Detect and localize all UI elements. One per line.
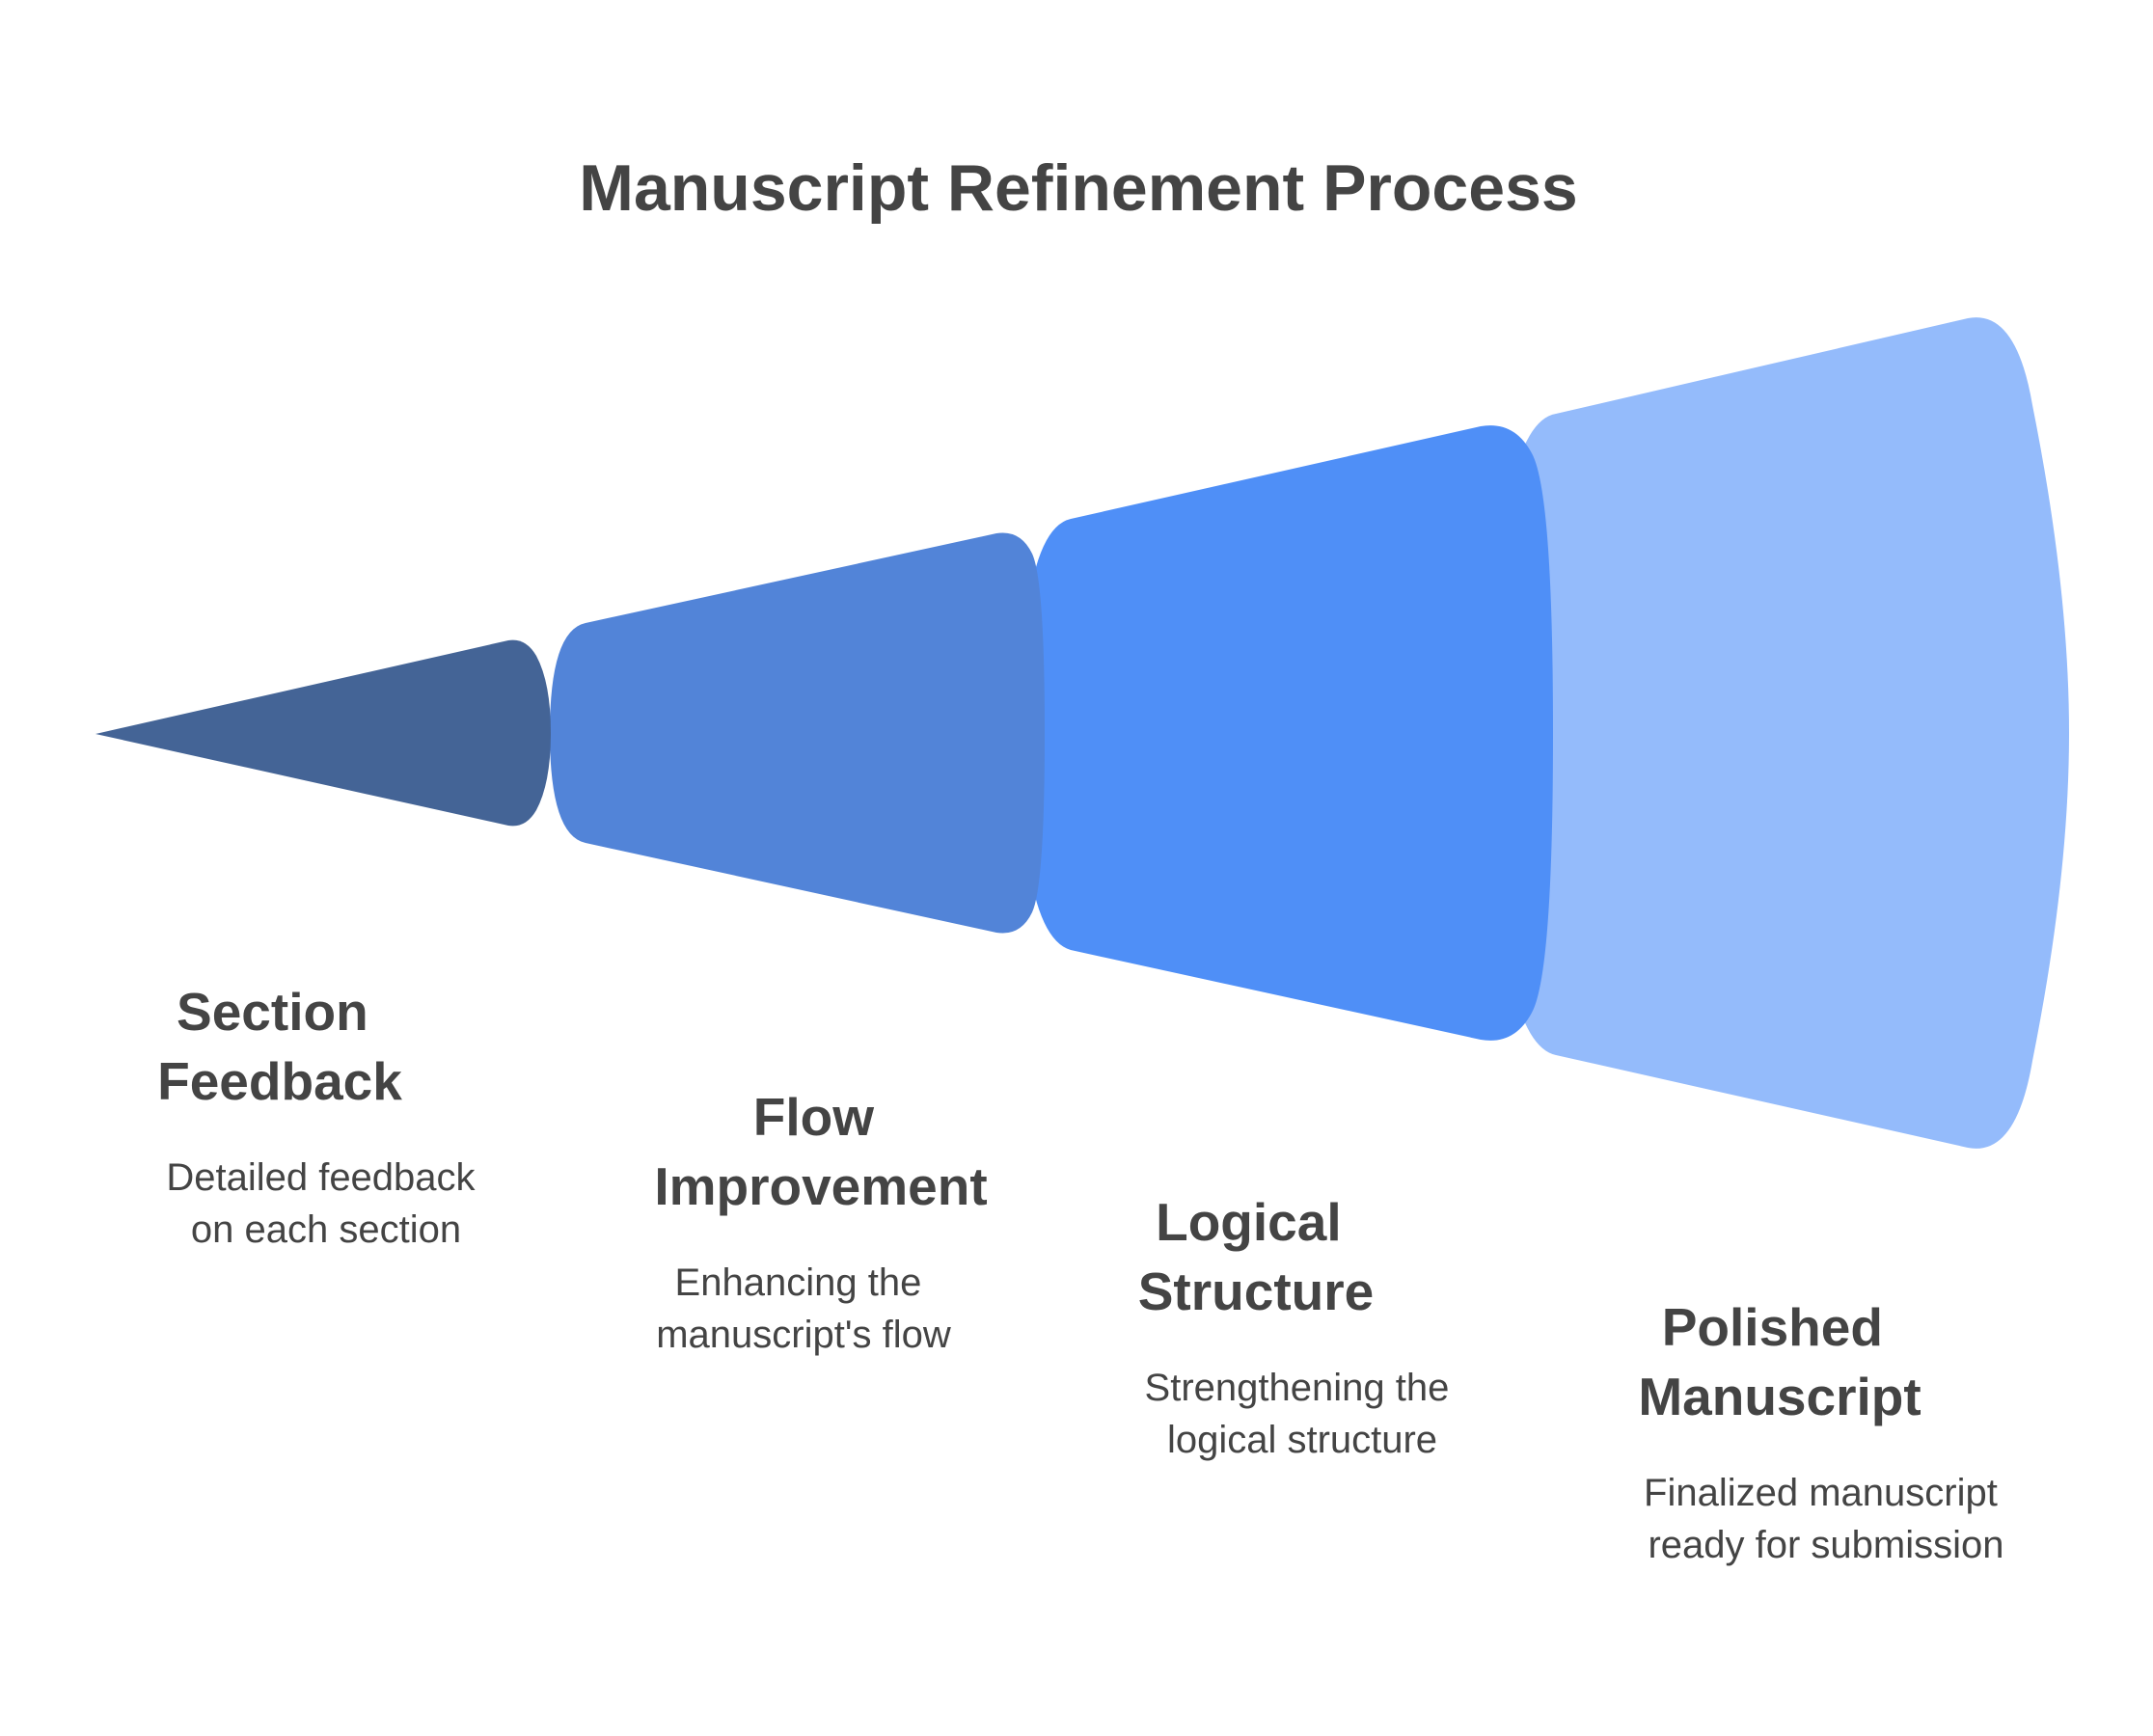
- stage-description-line: logical structure: [1167, 1419, 1437, 1461]
- stage-title-line: Section: [177, 982, 368, 1042]
- stage-polished-manuscript: Polished Manuscript Finalized manuscript…: [1638, 1297, 2008, 1566]
- stage-description: Finalized manuscript ready for submissio…: [1644, 1472, 2008, 1566]
- stage-description-line: Detailed feedback: [166, 1156, 476, 1199]
- stage-title-line: Polished: [1662, 1297, 1883, 1357]
- stage-title: Flow Improvement: [654, 1087, 987, 1216]
- funnel-segment-logical-structure: [1021, 425, 1553, 1041]
- stage-title-line: Logical: [1156, 1192, 1342, 1252]
- stage-title-line: Flow: [753, 1087, 874, 1147]
- funnel-segment-polished-manuscript: [1493, 317, 2069, 1149]
- stage-title-line: Structure: [1138, 1261, 1375, 1321]
- stage-description-line: Finalized manuscript: [1644, 1472, 1998, 1514]
- funnel: [95, 317, 2069, 1149]
- stage-flow-improvement: Flow Improvement Enhancing the manuscrip…: [654, 1087, 987, 1356]
- stage-title: Logical Structure: [1138, 1192, 1375, 1321]
- stage-logical-structure: Logical Structure Strengthening the logi…: [1138, 1192, 1460, 1461]
- stage-title: Polished Manuscript: [1638, 1297, 1921, 1426]
- stage-description-line: Enhancing the: [675, 1261, 922, 1304]
- stage-description-line: Strengthening the: [1145, 1367, 1450, 1409]
- stage-description: Enhancing the manuscript's flow: [656, 1261, 951, 1356]
- stage-description-line: manuscript's flow: [656, 1314, 951, 1356]
- stage-title-line: Feedback: [157, 1051, 402, 1111]
- diagram-title: Manuscript Refinement Process: [579, 151, 1577, 225]
- stage-title-line: Improvement: [654, 1156, 987, 1216]
- funnel-segment-section-feedback: [95, 639, 551, 827]
- stage-description-line: on each section: [191, 1208, 461, 1251]
- stage-description: Strengthening the logical structure: [1145, 1367, 1460, 1461]
- funnel-segment-flow-improvement: [550, 532, 1045, 934]
- stage-title: Section Feedback: [157, 982, 402, 1111]
- stage-description-line: ready for submission: [1648, 1524, 2003, 1566]
- stage-description: Detailed feedback on each section: [166, 1156, 485, 1251]
- stage-section-feedback: Section Feedback Detailed feedback on ea…: [157, 982, 485, 1251]
- stage-title-line: Manuscript: [1638, 1367, 1921, 1426]
